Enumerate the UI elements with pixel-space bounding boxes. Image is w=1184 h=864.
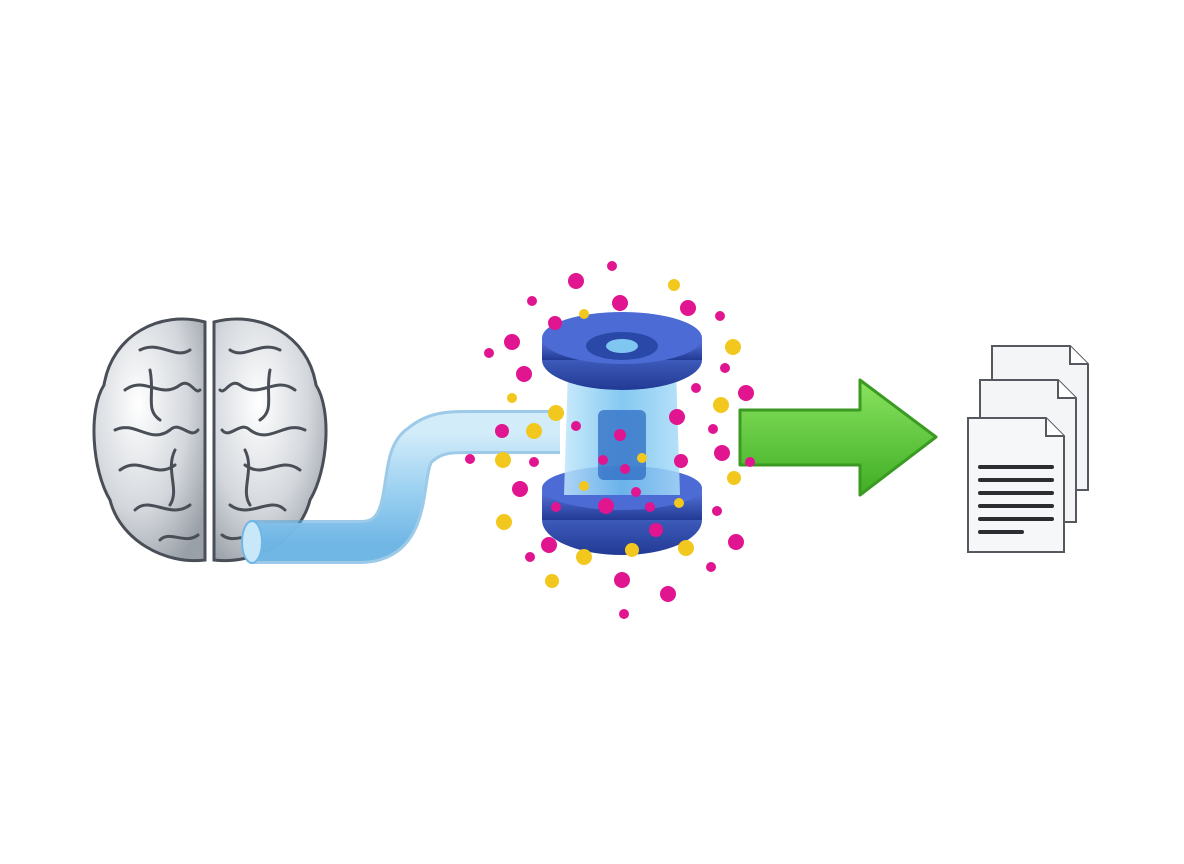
particles bbox=[465, 261, 755, 619]
yellow-particle bbox=[579, 481, 589, 491]
yellow-particle bbox=[579, 309, 589, 319]
magenta-particle bbox=[680, 300, 696, 316]
document-text-lines bbox=[978, 465, 1054, 534]
magenta-particle bbox=[614, 572, 630, 588]
magenta-particle bbox=[720, 363, 730, 373]
magenta-particle bbox=[598, 498, 614, 514]
yellow-particle bbox=[678, 540, 694, 556]
magenta-particle bbox=[529, 457, 539, 467]
yellow-particle bbox=[545, 574, 559, 588]
pipe bbox=[241, 410, 560, 564]
magenta-particle bbox=[745, 457, 755, 467]
yellow-particle bbox=[507, 393, 517, 403]
documents-icon bbox=[967, 345, 1089, 553]
magenta-particle bbox=[484, 348, 494, 358]
magenta-particle bbox=[728, 534, 744, 550]
arrow-right-icon bbox=[738, 378, 938, 497]
yellow-particle bbox=[625, 543, 639, 557]
filter-device-icon bbox=[542, 312, 702, 555]
magenta-particle bbox=[738, 385, 754, 401]
magenta-particle bbox=[619, 609, 629, 619]
magenta-particle bbox=[516, 366, 532, 382]
magenta-particle bbox=[708, 424, 718, 434]
yellow-particle bbox=[526, 423, 542, 439]
yellow-particle bbox=[576, 549, 592, 565]
magenta-particle bbox=[645, 502, 655, 512]
magenta-particle bbox=[607, 261, 617, 271]
magenta-particle bbox=[631, 487, 641, 497]
yellow-particle bbox=[727, 471, 741, 485]
magenta-particle bbox=[691, 383, 701, 393]
magenta-particle bbox=[598, 455, 608, 465]
magenta-particle bbox=[706, 562, 716, 572]
magenta-particle bbox=[571, 421, 581, 431]
magenta-particle bbox=[504, 334, 520, 350]
yellow-particle bbox=[725, 339, 741, 355]
yellow-particle bbox=[496, 514, 512, 530]
magenta-particle bbox=[614, 429, 626, 441]
magenta-particle bbox=[712, 506, 722, 516]
yellow-particle bbox=[668, 279, 680, 291]
magenta-particle bbox=[548, 316, 562, 330]
magenta-particle bbox=[551, 502, 561, 512]
magenta-particle bbox=[512, 481, 528, 497]
yellow-particle bbox=[495, 452, 511, 468]
magenta-particle bbox=[612, 295, 628, 311]
magenta-particle bbox=[660, 586, 676, 602]
magenta-particle bbox=[714, 445, 730, 461]
magenta-particle bbox=[541, 537, 557, 553]
yellow-particle bbox=[674, 498, 684, 508]
yellow-particle bbox=[713, 397, 729, 413]
magenta-particle bbox=[527, 296, 537, 306]
magenta-particle bbox=[525, 552, 535, 562]
magenta-particle bbox=[715, 311, 725, 321]
magenta-particle bbox=[674, 454, 688, 468]
magenta-particle bbox=[465, 454, 475, 464]
yellow-particle bbox=[548, 405, 564, 421]
magenta-particle bbox=[568, 273, 584, 289]
magenta-particle bbox=[669, 409, 685, 425]
magenta-particle bbox=[649, 523, 663, 537]
magenta-particle bbox=[495, 424, 509, 438]
magenta-particle bbox=[620, 464, 630, 474]
yellow-particle bbox=[637, 453, 647, 463]
